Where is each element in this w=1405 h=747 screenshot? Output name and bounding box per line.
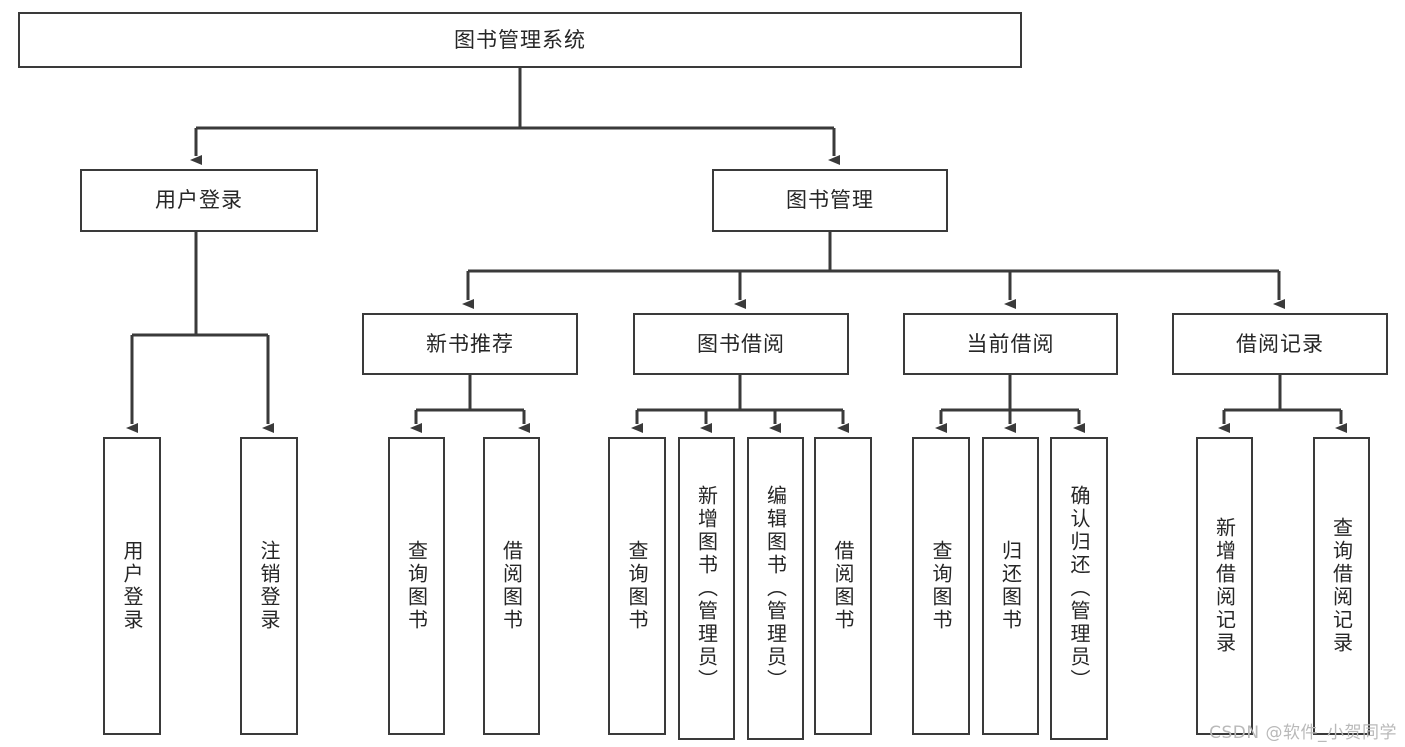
node-root[interactable]: 图书管理系统 bbox=[18, 12, 1022, 68]
leaf-confirm-return-admin[interactable]: 确认归还（管理员） bbox=[1050, 437, 1108, 740]
node-book-management[interactable]: 图书管理 bbox=[712, 169, 948, 232]
leaf-return-book[interactable]: 归还图书 bbox=[982, 437, 1039, 735]
node-user-login-label: 用户登录 bbox=[155, 188, 243, 213]
leaf-borrow-book-label: 借阅图书 bbox=[831, 540, 855, 632]
watermark: CSDN @软件_小贺同学 bbox=[1209, 723, 1397, 743]
leaf-borrow-query-book-label: 查询图书 bbox=[625, 540, 649, 632]
node-borrow-record-label: 借阅记录 bbox=[1236, 331, 1324, 356]
leaf-new-book-query[interactable]: 查询图书 bbox=[388, 437, 445, 735]
leaf-borrow-book[interactable]: 借阅图书 bbox=[814, 437, 872, 735]
leaf-new-book-borrow-label: 借阅图书 bbox=[499, 540, 524, 632]
node-borrow-record[interactable]: 借阅记录 bbox=[1172, 313, 1388, 375]
leaf-add-book-admin[interactable]: 新增图书（管理员） bbox=[678, 437, 735, 740]
leaf-current-query-book-label: 查询图书 bbox=[929, 540, 953, 632]
node-new-book-recommend-label: 新书推荐 bbox=[426, 331, 514, 356]
leaf-borrow-query-book[interactable]: 查询图书 bbox=[608, 437, 666, 735]
leaf-add-borrow-record-label: 新增借阅记录 bbox=[1212, 517, 1237, 655]
leaf-edit-book-admin-label: 编辑图书（管理员） bbox=[763, 485, 788, 692]
leaf-add-book-admin-label: 新增图书（管理员） bbox=[694, 485, 719, 692]
node-book-borrow-label: 图书借阅 bbox=[697, 331, 785, 356]
leaf-return-book-label: 归还图书 bbox=[998, 540, 1023, 632]
leaf-query-borrow-record-label: 查询借阅记录 bbox=[1329, 517, 1354, 655]
leaf-user-login-label: 用户登录 bbox=[120, 540, 144, 632]
node-root-label: 图书管理系统 bbox=[454, 27, 586, 52]
node-current-borrow[interactable]: 当前借阅 bbox=[903, 313, 1118, 375]
node-current-borrow-label: 当前借阅 bbox=[966, 331, 1055, 356]
leaf-confirm-return-admin-label: 确认归还（管理员） bbox=[1067, 485, 1091, 692]
node-book-management-label: 图书管理 bbox=[786, 188, 874, 213]
leaf-new-book-borrow[interactable]: 借阅图书 bbox=[483, 437, 540, 735]
leaf-new-book-query-label: 查询图书 bbox=[404, 540, 429, 632]
node-user-login[interactable]: 用户登录 bbox=[80, 169, 318, 232]
leaf-user-logout-label: 注销登录 bbox=[257, 540, 281, 632]
leaf-query-borrow-record[interactable]: 查询借阅记录 bbox=[1313, 437, 1370, 735]
leaf-add-borrow-record[interactable]: 新增借阅记录 bbox=[1196, 437, 1253, 735]
leaf-user-logout[interactable]: 注销登录 bbox=[240, 437, 298, 735]
leaf-user-login[interactable]: 用户登录 bbox=[103, 437, 161, 735]
leaf-edit-book-admin[interactable]: 编辑图书（管理员） bbox=[747, 437, 804, 740]
node-new-book-recommend[interactable]: 新书推荐 bbox=[362, 313, 578, 375]
node-book-borrow[interactable]: 图书借阅 bbox=[633, 313, 849, 375]
leaf-current-query-book[interactable]: 查询图书 bbox=[912, 437, 970, 735]
